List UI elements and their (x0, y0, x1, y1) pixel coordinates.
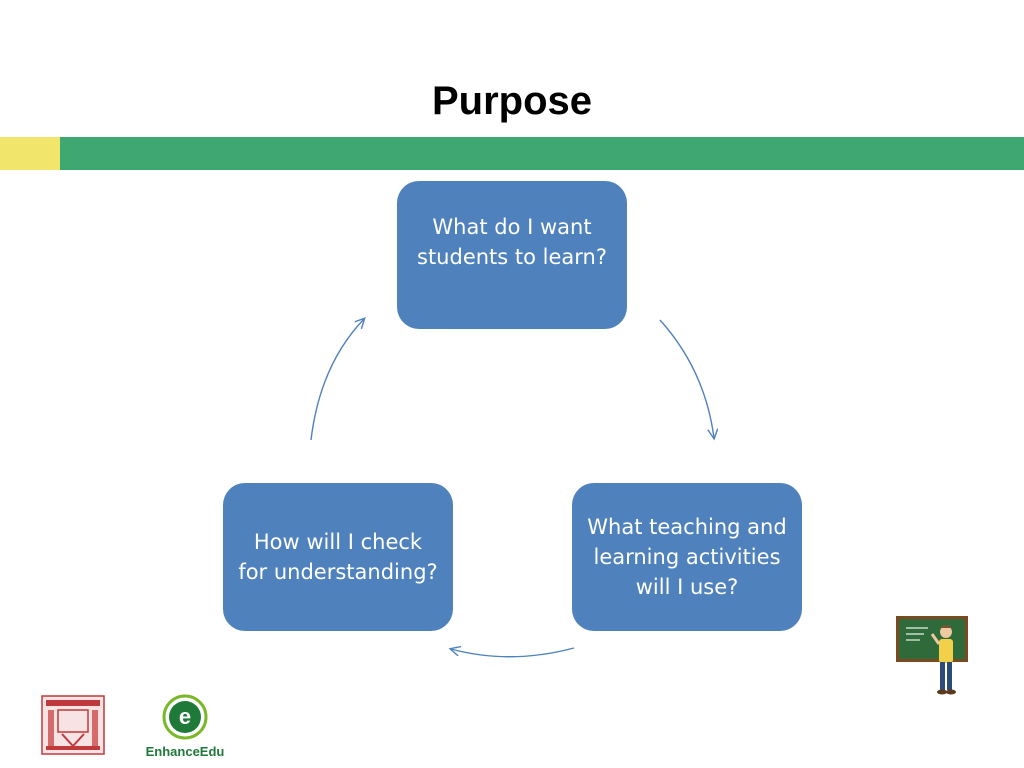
institution-emblem-icon (40, 694, 110, 760)
cycle-node-activities: What teaching and learning activities wi… (572, 483, 802, 631)
enhanceedu-logo-icon: e (162, 694, 208, 740)
cycle-node-assessment: How will I check for understanding? (223, 483, 453, 631)
cycle-node-learning-goals: What do I want students to learn? (397, 181, 627, 329)
svg-text:e: e (179, 704, 191, 729)
cycle-node-label: What teaching and learning activities wi… (587, 515, 787, 599)
enhanceedu-logo: e EnhanceEdu (140, 694, 230, 760)
header-bar-green (60, 137, 1024, 170)
header-bar-yellow (0, 137, 60, 170)
cycle-node-label: What do I want students to learn? (417, 215, 607, 269)
cycle-node-label: How will I check for understanding? (238, 530, 438, 584)
slide-title: Purpose (431, 79, 593, 123)
arrow-top-to-right (659, 319, 714, 438)
teacher-at-blackboard-icon (894, 612, 974, 700)
arrow-right-to-left (451, 648, 575, 658)
enhanceedu-logo-text: EnhanceEdu (145, 744, 225, 759)
arrow-left-to-top (310, 319, 364, 441)
